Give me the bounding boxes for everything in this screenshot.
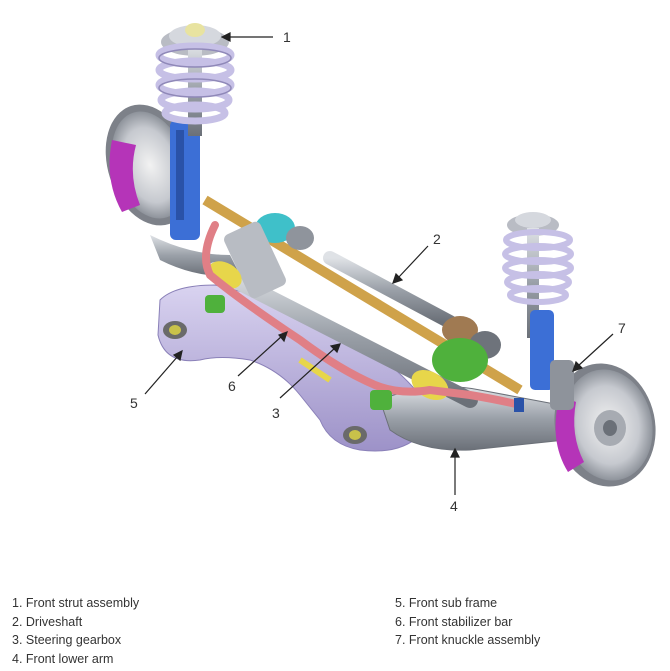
legend-item: 2. Driveshaft (12, 614, 83, 629)
right-strut-assembly (502, 212, 574, 390)
suspension-diagram (105, 23, 656, 495)
legend-left: 1. Front strut assembly 2. Driveshaft 3.… (12, 594, 139, 668)
callout-7: 7 (618, 320, 626, 336)
callout-5: 5 (130, 395, 138, 411)
left-strut-assembly (155, 23, 235, 136)
legend-item: 3. Steering gearbox (12, 633, 122, 647)
front-sub-frame (157, 284, 426, 452)
legend-item: 7. Front knuckle assembly (395, 633, 541, 647)
callout-1: 1 (283, 29, 291, 45)
callout-6: 6 (228, 378, 236, 394)
right-knuckle-assembly (550, 360, 656, 487)
callout-lines (144, 32, 614, 495)
legend-right: 5. Front sub frame 6. Front stabilizer b… (395, 594, 540, 650)
legend-item: 5. Front sub frame (395, 596, 498, 610)
callout-2: 2 (433, 231, 441, 247)
left-brake-assembly (105, 104, 200, 240)
callout-4: 4 (450, 498, 458, 514)
callout-3: 3 (272, 405, 280, 421)
legend-item: 1. Front strut assembly (12, 596, 140, 610)
front-stabilizer-bar (202, 221, 524, 412)
legend-item: 4. Front lower arm (12, 651, 114, 666)
legend-item: 6. Front stabilizer bar (395, 614, 513, 629)
